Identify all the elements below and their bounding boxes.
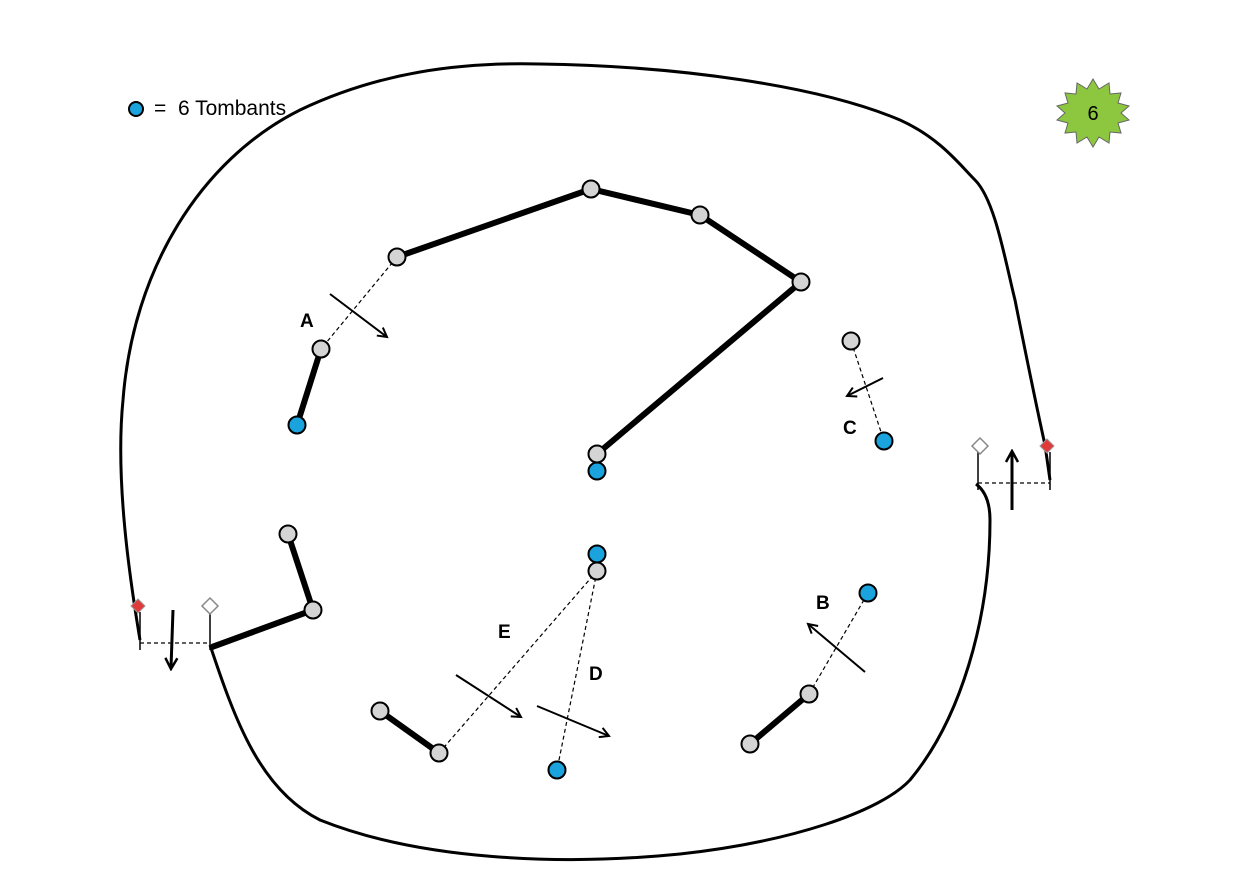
dashed-line-d (556, 570, 598, 771)
legend-equals: = (154, 97, 167, 120)
arrow-e (455, 674, 521, 717)
start-white-flag-icon (200, 596, 220, 616)
arrow-b (808, 624, 866, 673)
dashed-line-a (320, 256, 398, 350)
pole (429, 743, 449, 763)
arrow-d (536, 705, 609, 736)
poles (278, 179, 861, 763)
arena-outline (119, 62, 1052, 641)
pole (278, 524, 298, 544)
pole (370, 701, 390, 721)
pole (690, 205, 710, 225)
dashed-line-c (850, 340, 885, 442)
pole (387, 247, 407, 267)
pole (841, 331, 861, 351)
arena-outline-lower (208, 482, 992, 862)
solid-line-b (748, 691, 811, 747)
pole (581, 179, 601, 199)
solid-line-e (378, 708, 441, 756)
finish-red-flag-icon (1039, 438, 1055, 454)
falling-pole (587, 544, 607, 564)
section-label-b: B (816, 593, 830, 614)
falling-pole (858, 583, 878, 603)
section-label-c: C (843, 418, 857, 439)
falling-pole (587, 461, 607, 481)
start-red-flag-icon (130, 598, 146, 614)
pole (740, 734, 760, 754)
falling-poles (287, 415, 894, 780)
pole (587, 444, 607, 464)
falling-pole (547, 760, 567, 780)
dashed-line-b (808, 592, 869, 695)
badge-starburst-icon (1055, 78, 1131, 148)
pole (587, 561, 607, 581)
pole (791, 272, 811, 292)
dashed-line-e (438, 570, 598, 754)
section-label-e: E (498, 622, 511, 643)
finish-white-flag-icon (970, 436, 990, 456)
start-direction-arrow (171, 609, 173, 668)
pole (799, 684, 819, 704)
solid-line-lower-left (210, 533, 317, 650)
legend-text: 6 Tombants (177, 97, 287, 120)
badge-number: 6 (1087, 103, 1098, 125)
section-label-d: D (589, 664, 603, 685)
section-label-a: A (300, 311, 314, 332)
falling-pole (874, 431, 894, 451)
pole (311, 339, 331, 359)
falling-pole-legend-icon (128, 101, 144, 117)
legend: = 6 Tombants (128, 97, 286, 121)
falling-pole (287, 415, 307, 435)
arrow-a (329, 293, 387, 337)
arrow-c (847, 377, 884, 396)
solid-line-a (294, 348, 324, 426)
solid-line-top (396, 185, 806, 457)
pole (303, 600, 323, 620)
